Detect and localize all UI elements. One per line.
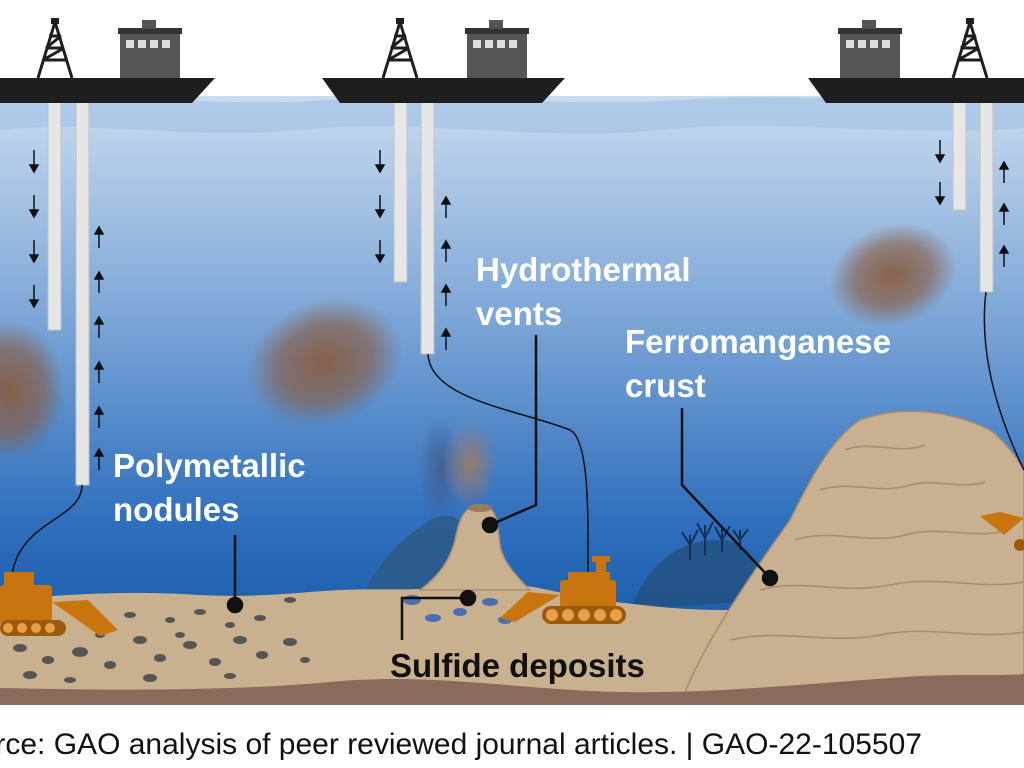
drill-derrick-icon [36, 21, 74, 79]
sediment-plumes [0, 223, 957, 460]
polymetallic-nodules-label: Polymetallic nodules [113, 444, 306, 532]
polymetallic-label-line2: nodules [113, 491, 240, 528]
ferromanganese-label-line2: crust [625, 367, 706, 404]
ship-icon [808, 18, 1024, 103]
rock-outcrop-right [630, 540, 770, 610]
hydrothermal-vents-label: Hydrothermal vents [476, 248, 691, 336]
plume-icon [246, 297, 404, 427]
ship-icon [0, 18, 215, 103]
leader-lines [226, 335, 779, 640]
drill-derrick-icon [951, 21, 989, 79]
ship-icon [322, 18, 565, 103]
flow-arrows [28, 140, 1010, 470]
plume-icon [829, 223, 957, 327]
polymetallic-nodule-field [13, 597, 310, 683]
drill-derrick-icon [381, 21, 419, 79]
hydrothermal-label-line2: vents [476, 295, 563, 332]
mound-contours [729, 444, 1024, 641]
mining-collector-icon [500, 556, 626, 624]
caption-text: Source: GAO analysis of peer reviewed jo… [0, 728, 922, 761]
bedrock [0, 674, 1024, 705]
plume-icon [0, 320, 65, 460]
riser-pipes [47, 99, 994, 486]
sulfide-deposits-label: Sulfide deposits [390, 647, 645, 684]
ocean-surface [0, 96, 1024, 134]
hydrothermal-label-line1: Hydrothermal [476, 251, 691, 288]
vent-smoke [418, 415, 498, 525]
mining-collector-icon [0, 572, 118, 636]
polymetallic-label-line1: Polymetallic [113, 447, 306, 484]
deep-sea-mining-scene: Polymetallic nodules Hydrothermal vents … [0, 18, 1024, 705]
mining-collector-icon [980, 512, 1024, 551]
ferromanganese-label-line1: Ferromanganese [625, 323, 891, 360]
source-caption: Source: GAO analysis of peer reviewed jo… [0, 724, 1024, 768]
tether-cables [11, 291, 1024, 576]
ferromanganese-crust-label: Ferromanganese crust [625, 320, 891, 408]
